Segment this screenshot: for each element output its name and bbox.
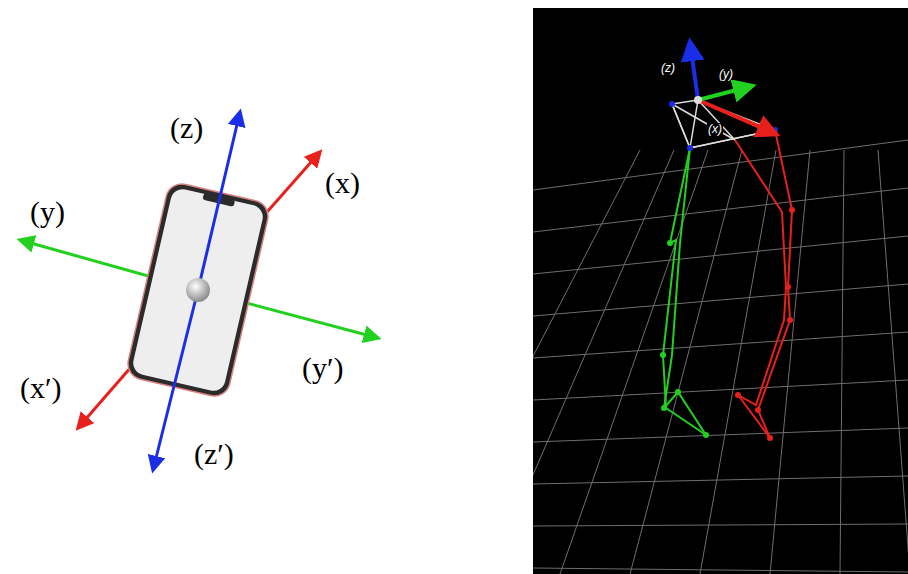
axis-label: (z′) (192, 438, 236, 470)
grid-line (700, 150, 776, 574)
pelvis (672, 100, 775, 148)
left-leg (663, 148, 706, 435)
grid-line (533, 568, 908, 572)
origin-ball (186, 278, 210, 302)
phone (125, 181, 271, 399)
grid-line (533, 380, 908, 400)
grid-line (533, 150, 674, 574)
axis-label: (z) (660, 62, 676, 74)
grid-line (533, 150, 640, 574)
grid-line (840, 150, 844, 574)
joints (660, 101, 795, 441)
skeleton (660, 42, 795, 441)
grid-line (533, 476, 908, 484)
grid-line (630, 150, 742, 574)
phone-axes (20, 112, 378, 470)
sensor-axes (690, 42, 776, 134)
grid-line (533, 140, 908, 190)
axis-label: (x) (707, 123, 723, 135)
grid-line (533, 188, 908, 232)
grid-line (533, 236, 908, 274)
axis-label: (y) (28, 196, 67, 228)
axis-label: (x) (323, 167, 362, 199)
right-leg (735, 130, 792, 438)
axis-label: (x′) (18, 372, 64, 404)
axis-label: (z) (168, 112, 205, 144)
grid-line (533, 428, 908, 442)
floor-grid (533, 140, 908, 574)
axis-label: (y′) (300, 352, 346, 384)
grid-line (533, 284, 908, 316)
render-panel (533, 8, 908, 574)
grid-line (533, 524, 908, 526)
grid-line (878, 150, 908, 574)
axis-label: (y) (718, 68, 734, 80)
